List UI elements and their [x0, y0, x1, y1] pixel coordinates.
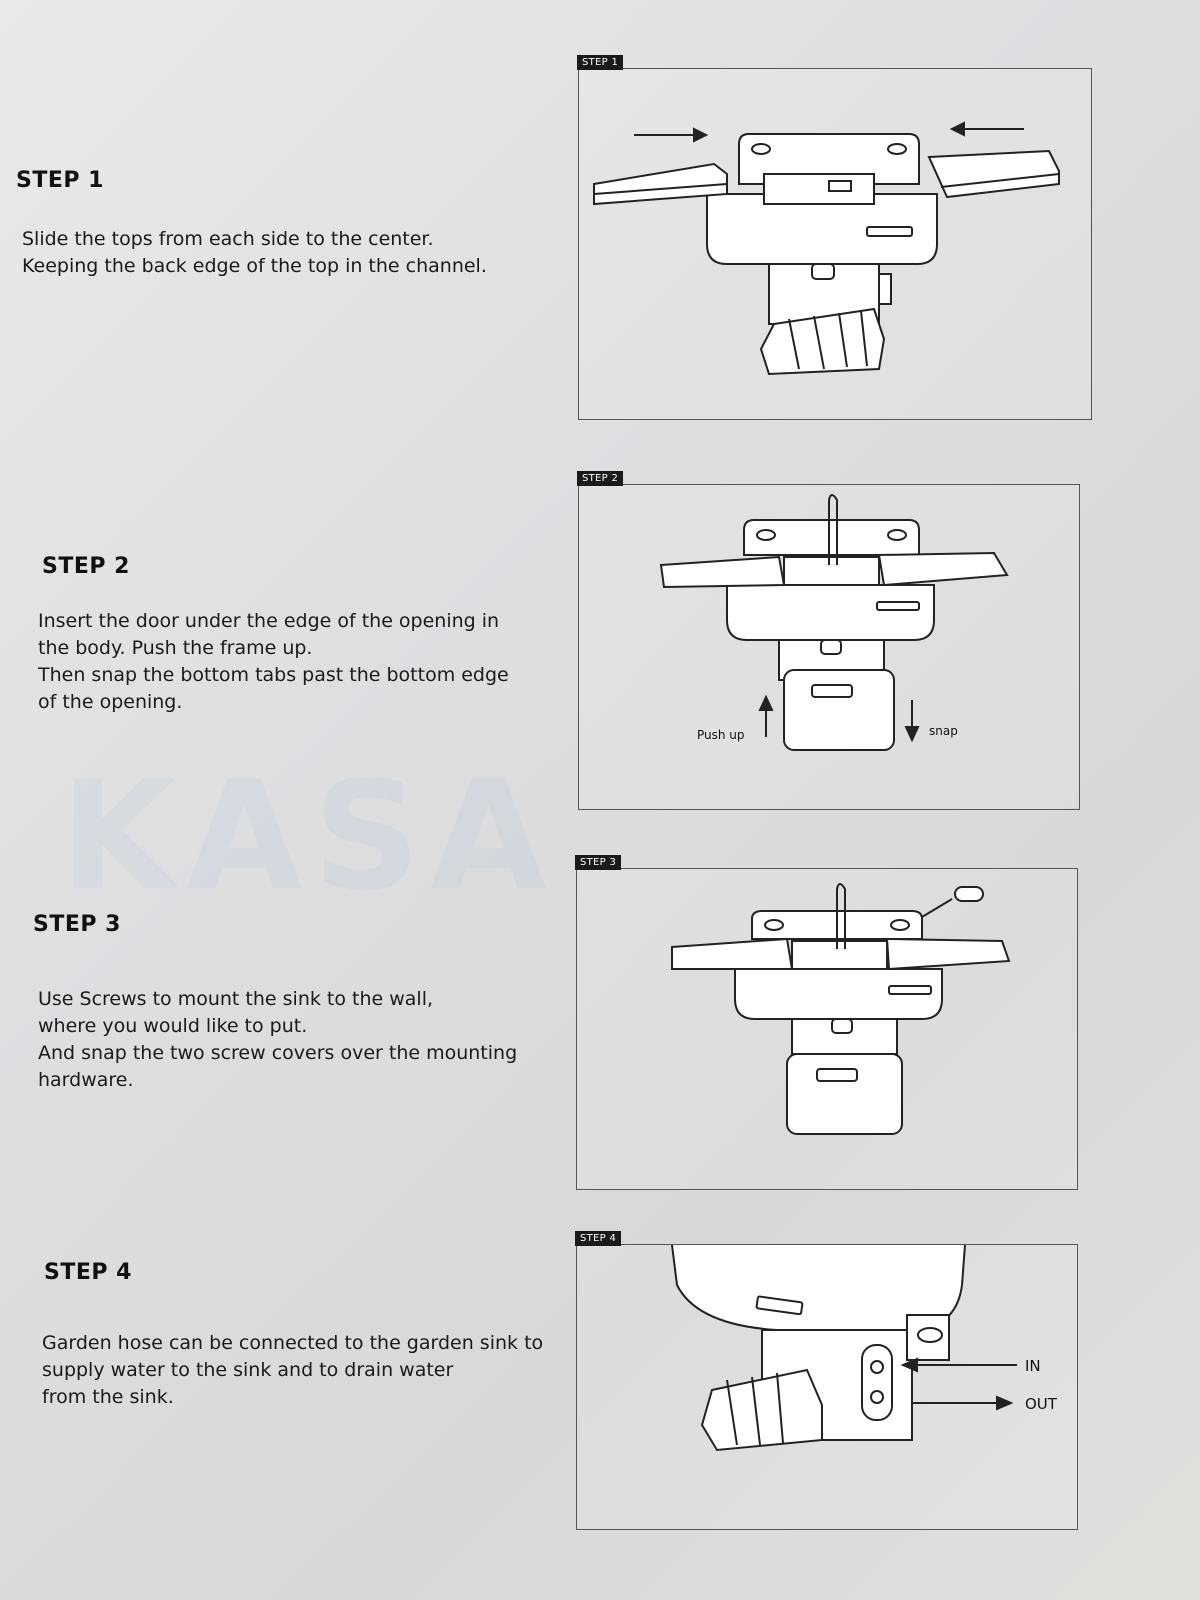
in-label: IN [1025, 1357, 1041, 1375]
step-1-diagram: STEP 1 [577, 55, 1092, 420]
step-1-tag: STEP 1 [577, 55, 624, 70]
step-2-line-1: Insert the door under the edge of the op… [38, 610, 500, 632]
step-4-instructions: Garden hose can be connected to the gard… [42, 1330, 543, 1411]
step-3-line-4: hardware. [38, 1069, 134, 1091]
step-4-heading: STEP 4 [44, 1260, 132, 1285]
watermark: KASA [60, 750, 557, 924]
wall-mount-illustration [671, 883, 1011, 1135]
step-2-heading: STEP 2 [42, 554, 130, 579]
step-1-line-1: Slide the tops from each side to the cen… [22, 228, 434, 250]
step-2-diagram: STEP 2 Push up snap [577, 471, 1080, 810]
door-insert-illustration: Push up snap [659, 494, 1009, 751]
step-4-line-2: supply water to the sink and to drain wa… [42, 1359, 454, 1381]
snap-label: snap [929, 724, 958, 738]
step-1-instructions: Slide the tops from each side to the cen… [22, 226, 487, 280]
step-2-line-3: Then snap the bottom tabs past the botto… [38, 664, 509, 686]
step-4-tag: STEP 4 [575, 1231, 622, 1246]
step-3-line-2: where you would like to put. [38, 1015, 308, 1037]
step-4-diagram: STEP 4 IN OUT [575, 1231, 1078, 1530]
step-2-line-2: the body. Push the frame up. [38, 637, 313, 659]
step-2-line-4: of the opening. [38, 691, 183, 713]
step-3-tag: STEP 3 [575, 855, 622, 870]
step-3-line-1: Use Screws to mount the sink to the wall… [38, 988, 434, 1010]
hose-connection-illustration: IN OUT [671, 1245, 1058, 1452]
step-1-line-2: Keeping the back edge of the top in the … [22, 255, 487, 277]
step-4-line-3: from the sink. [42, 1386, 174, 1408]
step-3-instructions: Use Screws to mount the sink to the wall… [38, 986, 517, 1094]
step-3-heading: STEP 3 [33, 912, 121, 937]
step-3-line-3: And snap the two screw covers over the m… [38, 1042, 518, 1064]
step-2-instructions: Insert the door under the edge of the op… [38, 608, 509, 716]
sink-tops-illustration [593, 121, 1060, 376]
step-3-diagram: STEP 3 [575, 855, 1078, 1190]
step-1-heading: STEP 1 [16, 168, 104, 193]
step-4-line-1: Garden hose can be connected to the gard… [42, 1332, 544, 1354]
out-label: OUT [1025, 1395, 1058, 1413]
push-up-label: Push up [697, 728, 745, 742]
step-2-tag: STEP 2 [577, 471, 624, 486]
